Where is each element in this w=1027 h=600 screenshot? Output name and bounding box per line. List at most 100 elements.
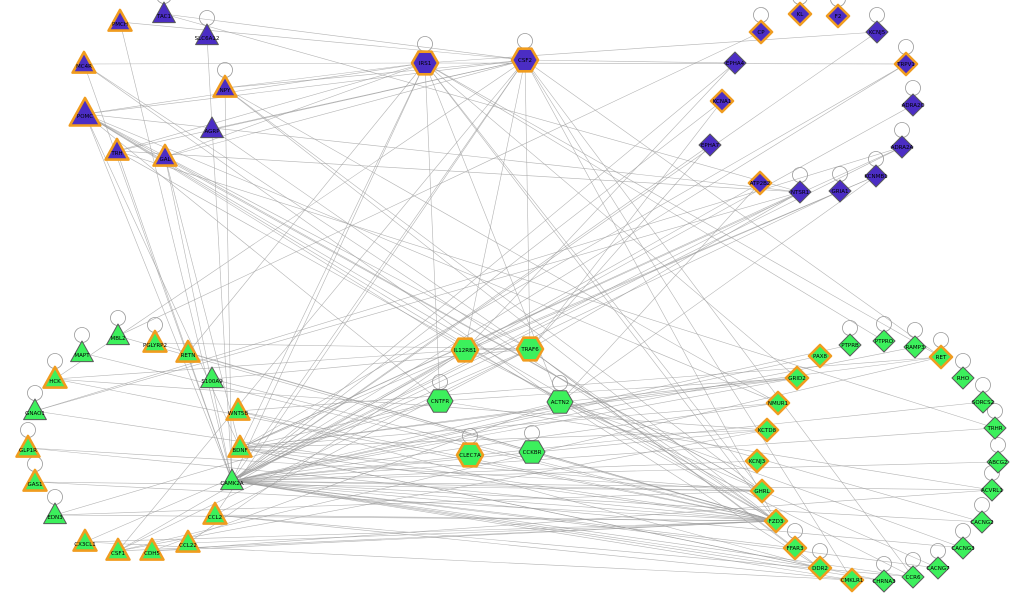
edge-CAMK2A-NMUR1[interactable] bbox=[231, 402, 779, 482]
self-loop-SORCS2[interactable] bbox=[975, 377, 991, 393]
edge-TRAF6-CSF1[interactable] bbox=[117, 348, 531, 552]
node-CCL2[interactable]: CCL2 bbox=[202, 501, 228, 525]
edge-CAMK2A-FFAR3[interactable] bbox=[231, 480, 796, 549]
node-KCTD8[interactable]: KCTD8 bbox=[754, 417, 780, 443]
edge-CAMK2A-EPHA7[interactable] bbox=[231, 144, 711, 482]
node-GAS1[interactable]: GAS1 bbox=[22, 468, 48, 492]
self-loop-PTPRB[interactable] bbox=[842, 320, 858, 336]
node-KL[interactable]: KL bbox=[787, 1, 813, 27]
edge-GAS1-GHRL[interactable] bbox=[34, 481, 763, 492]
self-loop-CLEC7A[interactable] bbox=[462, 428, 478, 444]
edge-ACTN2-ATP2B2[interactable] bbox=[559, 182, 761, 403]
edge-FZD3-WNT5B[interactable] bbox=[237, 410, 777, 522]
edge-CSF2-CCL2[interactable] bbox=[214, 59, 526, 516]
edge-IRS1-BDNF[interactable] bbox=[239, 62, 426, 449]
edge-FZD3-CDH5[interactable] bbox=[151, 520, 777, 552]
edge-FZD3-GAS1[interactable] bbox=[34, 481, 777, 522]
node-RHO[interactable]: RHO bbox=[951, 366, 975, 390]
edge-IRS1-FZD3[interactable] bbox=[424, 62, 777, 522]
edge-BDNF-RET[interactable] bbox=[239, 356, 942, 449]
edge-TRH-IRS1[interactable] bbox=[116, 62, 426, 152]
edge-CAMK2A-KCNA1[interactable] bbox=[231, 100, 723, 482]
node-RAMP3[interactable]: RAMP3 bbox=[903, 335, 927, 359]
node-CSF2[interactable]: CSF2 bbox=[510, 47, 540, 73]
edge-MC4R-ACTN2[interactable] bbox=[83, 63, 561, 403]
edge-MC4R-IRS1[interactable] bbox=[83, 62, 426, 65]
node-MAPT[interactable]: MAPT bbox=[70, 340, 94, 363]
node-SORCS2[interactable]: SORCS2 bbox=[971, 390, 995, 414]
edge-CAMK2A-CMKLR1[interactable] bbox=[231, 480, 853, 581]
node-CCL22[interactable]: CCL22 bbox=[175, 529, 201, 553]
self-loop-NTSR1[interactable] bbox=[792, 167, 808, 183]
edge-FZD3-MAPT[interactable] bbox=[81, 352, 777, 522]
node-ABCG2[interactable]: ABCG2 bbox=[986, 450, 1010, 474]
edge-CAMK2A-CACNG3[interactable] bbox=[231, 480, 964, 549]
edge-CSF2-CCR6[interactable] bbox=[524, 59, 914, 578]
node-GAL[interactable]: GAL bbox=[152, 143, 178, 167]
node-EPHA4[interactable]: EPHA4 bbox=[723, 51, 747, 75]
node-HCK[interactable]: HCK bbox=[42, 365, 68, 389]
node-CNTFR[interactable]: CNTFR bbox=[426, 389, 454, 413]
node-MBL2[interactable]: MBL2 bbox=[106, 323, 130, 346]
self-loop-RHO[interactable] bbox=[955, 353, 971, 369]
edge-CSF2-EPHA4[interactable] bbox=[524, 59, 736, 64]
edge-ACTN2-CACNG3[interactable] bbox=[559, 401, 964, 549]
self-loop-ADRA2A[interactable] bbox=[894, 122, 910, 138]
edge-TRH-FZD3[interactable] bbox=[116, 150, 777, 522]
edge-PMCH-CSF2[interactable] bbox=[119, 21, 526, 61]
edge-CAMK2A-GHRL[interactable] bbox=[231, 480, 763, 492]
edge-BDNF-KCTD8[interactable] bbox=[239, 429, 768, 449]
node-ATP2B2[interactable]: ATP2B2 bbox=[747, 170, 773, 196]
edge-FZD3-MBL2[interactable] bbox=[117, 335, 777, 522]
edge-NPY-NMUR1[interactable] bbox=[224, 87, 779, 404]
node-PTPRO[interactable]: PTPRO bbox=[872, 329, 896, 353]
edge-MC4R-CAMK2A[interactable] bbox=[83, 63, 233, 482]
edge-POMC-CNTFR[interactable] bbox=[84, 113, 441, 402]
self-loop-GNAO1[interactable] bbox=[27, 385, 43, 401]
node-CLEC7A[interactable]: CLEC7A bbox=[455, 442, 485, 468]
edge-CSF2-HCK[interactable] bbox=[54, 59, 526, 380]
edge-TAC1-NTSR1[interactable] bbox=[163, 13, 801, 193]
edge-GHRL-GLP1R[interactable] bbox=[27, 447, 763, 492]
edge-CAMK2A-GRID2[interactable] bbox=[231, 377, 798, 482]
edge-TRH-NTSR1[interactable] bbox=[116, 150, 801, 193]
node-GRIA1[interactable]: GRIA1 bbox=[828, 179, 852, 203]
edge-TRH-CAMK2A[interactable] bbox=[116, 150, 233, 482]
edge-CAMK2A-GRIA1[interactable] bbox=[231, 190, 841, 482]
edge-CAMK2A-TRHR[interactable] bbox=[231, 427, 996, 482]
edge-CAMK2A-KCNJ5[interactable] bbox=[231, 31, 878, 482]
node-F2[interactable]: F2 bbox=[825, 3, 851, 29]
edge-GAL-GHRL[interactable] bbox=[164, 156, 763, 492]
self-loop-PTPRO[interactable] bbox=[876, 316, 892, 332]
edge-WNT5B-RET[interactable] bbox=[237, 356, 942, 412]
node-SLC6A12[interactable]: SLC6A12 bbox=[195, 23, 220, 46]
node-RET[interactable]: RET bbox=[928, 344, 954, 370]
node-ADRA2A[interactable]: ADRA2A bbox=[890, 135, 914, 159]
node-IRS1[interactable]: IRS1 bbox=[410, 50, 440, 76]
self-loop-CACNG2[interactable] bbox=[974, 497, 990, 513]
edge-FZD3-GLP1R[interactable] bbox=[27, 447, 777, 522]
self-loop-CCR6[interactable] bbox=[905, 552, 921, 568]
edge-CAMK2A-KCNJ3[interactable] bbox=[231, 460, 758, 482]
edge-CSF2-FZD3[interactable] bbox=[524, 59, 777, 522]
edge-CNTFR-BDNF[interactable] bbox=[239, 400, 441, 449]
node-KCNA1[interactable]: KCNA1 bbox=[709, 88, 735, 114]
self-loop-MAPT[interactable] bbox=[74, 327, 90, 343]
edge-CNTFR-ACVRL1[interactable] bbox=[439, 400, 993, 491]
edge-CAMK2A-FZD3[interactable] bbox=[231, 480, 777, 522]
edge-CSF1-KCTD8[interactable] bbox=[117, 429, 768, 552]
edge-CSF2-CMKLR1[interactable] bbox=[524, 59, 853, 581]
edge-FZD3-CCL22[interactable] bbox=[187, 520, 777, 544]
edge-FZD3-GNAO1[interactable] bbox=[34, 410, 777, 522]
edge-IL12RB1-EPHA4[interactable] bbox=[464, 62, 736, 351]
edge-GAL-CSF2[interactable] bbox=[164, 59, 526, 158]
node-MC4R[interactable]: MC4R bbox=[71, 50, 97, 74]
node-NTSR1[interactable]: NTSR1 bbox=[788, 180, 812, 204]
edge-ACTN2-KCNMB1[interactable] bbox=[559, 175, 877, 403]
node-KCNMB1[interactable]: KCNMB1 bbox=[864, 164, 888, 188]
edge-GNAO1-ADRA2A[interactable] bbox=[34, 146, 903, 412]
edge-FZD3-CX3CL1[interactable] bbox=[84, 520, 777, 543]
edge-EDN3-GHRL[interactable] bbox=[54, 490, 763, 516]
edge-PMCH-CAMK2A[interactable] bbox=[119, 21, 233, 482]
node-POMC[interactable]: POMC bbox=[68, 96, 102, 127]
